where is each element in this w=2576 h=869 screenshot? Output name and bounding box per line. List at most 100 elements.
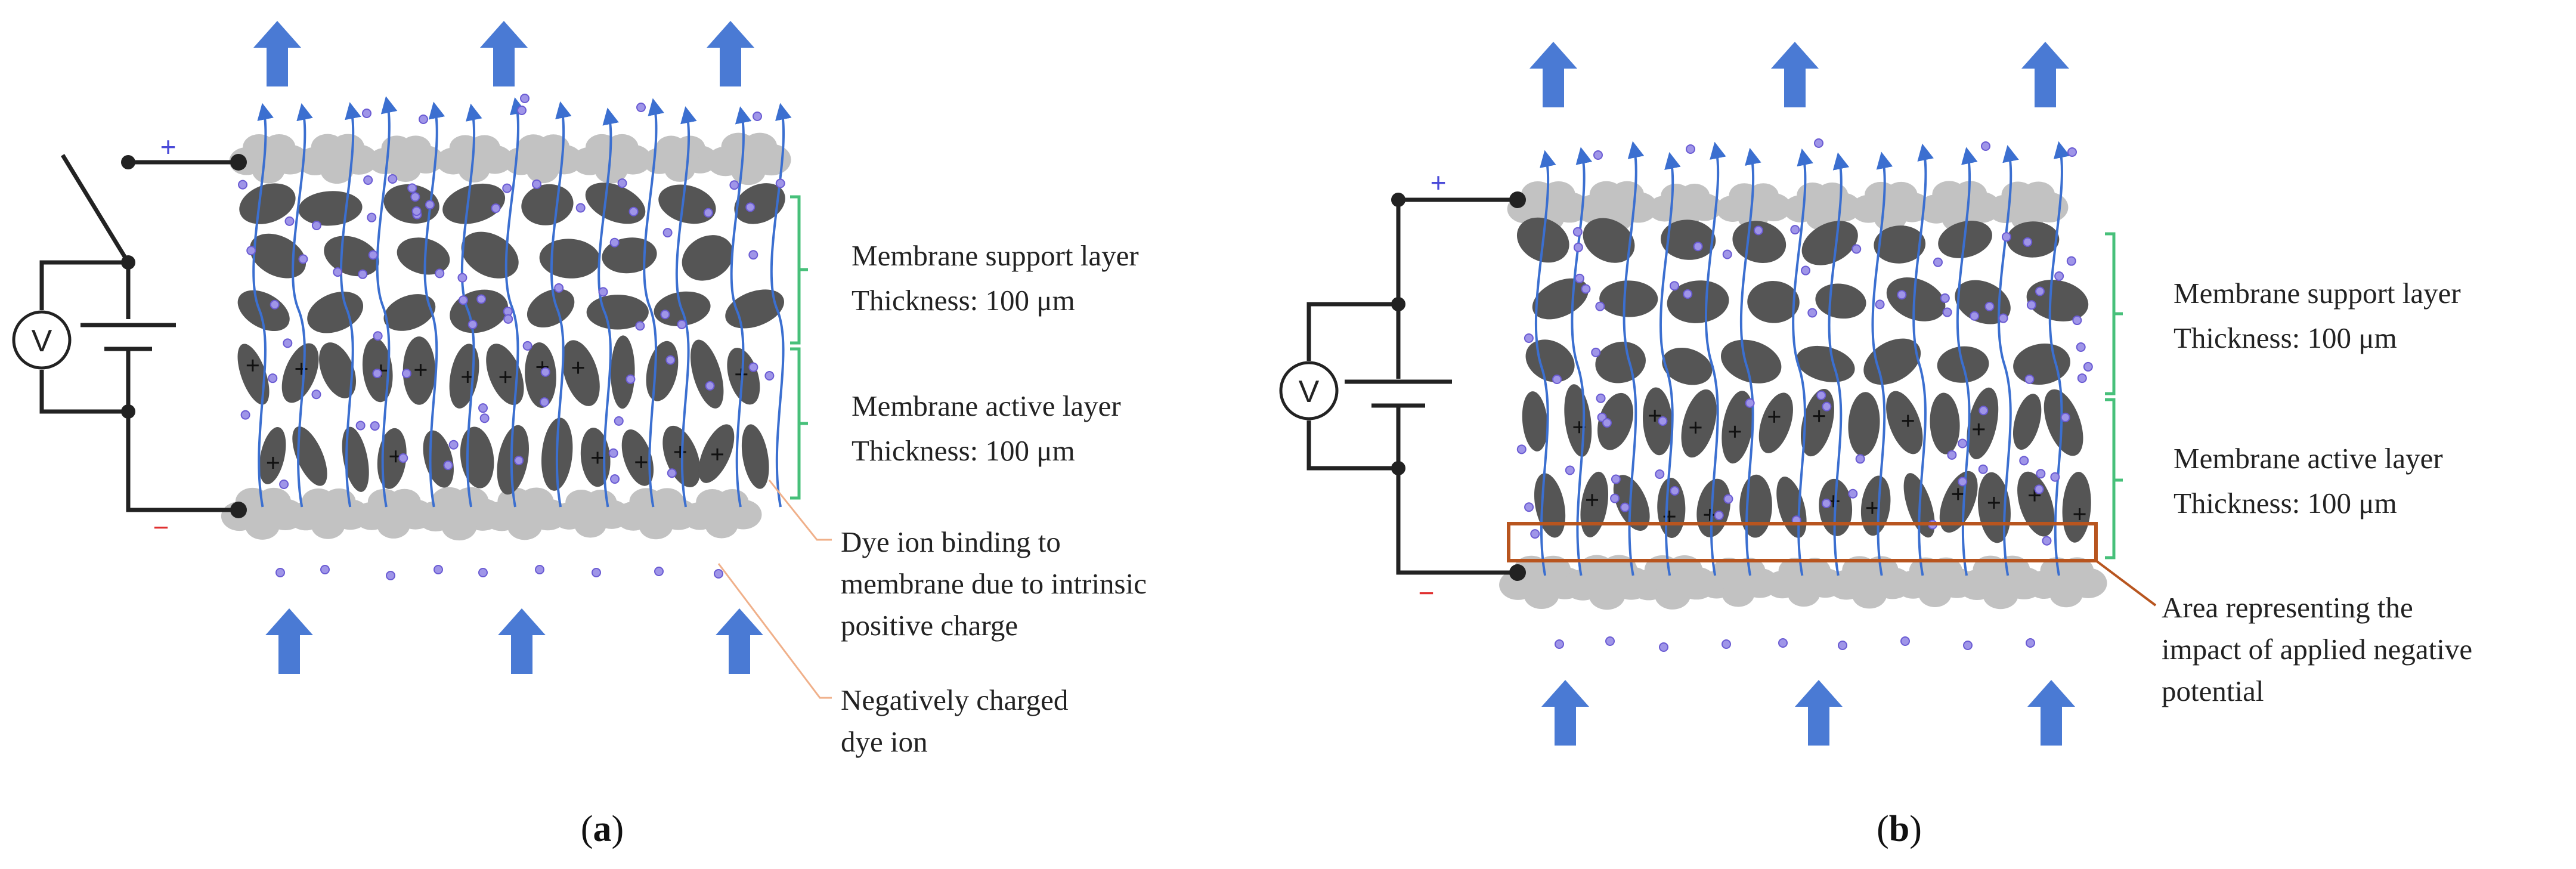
dye-ion [592, 568, 601, 577]
permeate-flow-line [675, 106, 697, 508]
membrane-grain [1886, 391, 1923, 454]
dye-ion [1981, 141, 1990, 151]
membrane-grain [461, 231, 519, 279]
permeate-flow-line [1705, 141, 1726, 576]
dye-ion [517, 106, 527, 115]
membrane-grain [1886, 277, 1946, 321]
dye-ion [491, 203, 501, 214]
dye-ion [665, 355, 676, 365]
ion-label-line2: dye ion [841, 725, 928, 758]
flow-arrow-icon [2027, 680, 2075, 746]
dye-ion [654, 567, 664, 576]
binding-label-line3: positive charge [841, 609, 1018, 642]
support-particle [1589, 580, 1626, 610]
support-particles-top-b [1507, 181, 2069, 233]
dye-ion [425, 200, 435, 210]
dye-ion [1821, 499, 1831, 509]
dye-ion [503, 314, 513, 324]
permeate-flow-line [1956, 147, 1978, 576]
dye-ion [410, 192, 420, 202]
dye-ion [2076, 342, 2086, 352]
dye-ion [268, 373, 278, 384]
membrane-grain [1597, 392, 1634, 450]
support-particle [400, 135, 431, 160]
dye-ion [1816, 390, 1826, 400]
dye-ion [1978, 464, 1988, 474]
flow-arrow-icon [480, 21, 528, 86]
dye-ion [1753, 225, 1763, 236]
support-particle [705, 512, 738, 539]
dye-ion [2024, 374, 2035, 384]
membrane-grain [319, 342, 357, 398]
applied-potential-area-box [1507, 522, 2098, 562]
dye-ion [617, 178, 627, 188]
dye-ion [748, 362, 758, 372]
dye-ion [1552, 374, 1562, 384]
permeate-flow-line [1792, 148, 1813, 576]
outflow-arrows-top-b [1530, 42, 2069, 107]
membrane-grain [527, 289, 575, 328]
dye-ion [448, 440, 459, 450]
support-layer-label: Membrane support layer [2174, 277, 2461, 310]
dye-ion [667, 468, 677, 478]
dye-ion [1516, 444, 1527, 454]
dye-ion [1573, 242, 1583, 252]
dye-ion [388, 174, 398, 184]
support-particle [2021, 181, 2055, 208]
membrane-grain [2013, 344, 2070, 385]
dye-ion [775, 178, 785, 188]
permeate-flow-line [1623, 141, 1645, 576]
membrane-grain [727, 348, 760, 405]
support-particle [2049, 580, 2083, 608]
dye-ion [1900, 636, 1910, 646]
support-layer-bracket [790, 195, 808, 345]
membrane-grain [658, 184, 716, 224]
support-particle [585, 490, 617, 515]
panel-a: V + − Membrane support layer Thickness: … [12, 21, 1147, 849]
active-layer-bracket [790, 347, 808, 500]
membrane-grain [2017, 471, 2055, 537]
dye-ion [540, 367, 550, 377]
dye-ion [333, 267, 343, 277]
membrane-grain [2007, 221, 2060, 258]
permeate-flow-line [1998, 145, 2019, 576]
membrane-grain [281, 343, 319, 403]
support-particle [256, 487, 291, 515]
dye-ion [367, 212, 377, 222]
support-particle [388, 488, 421, 515]
permeate-flow-lines-b [1534, 141, 2070, 576]
support-thickness-label: Thickness: 100 μm [852, 284, 1075, 317]
support-particle [639, 512, 673, 540]
flow-arrow-icon [2021, 42, 2069, 107]
dye-ion [714, 569, 723, 579]
membrane-grain [342, 426, 369, 492]
dye-ion [1524, 502, 1534, 512]
dye-ion [1610, 493, 1620, 503]
dye-ion [1722, 249, 1732, 259]
dye-ion [1602, 418, 1612, 428]
dye-ion [662, 228, 673, 238]
membrane-grain [377, 428, 407, 489]
dye-ion [2042, 536, 2052, 546]
dye-ion [2023, 237, 2033, 247]
negative-terminal-sign: − [153, 512, 169, 543]
support-particle [320, 157, 354, 184]
dye-ion [636, 103, 646, 112]
dye-ion [628, 206, 639, 217]
dye-ion [1658, 416, 1668, 426]
membrane-grain [1522, 391, 1548, 451]
dye-ion [457, 273, 467, 283]
dye-ion [2067, 147, 2077, 157]
dye-ion [362, 109, 371, 118]
binding-label-line2: membrane due to intrinsic [841, 567, 1147, 600]
voltmeter-icon [12, 310, 72, 370]
dye-ion [1940, 293, 1950, 303]
dye-ion [386, 571, 395, 580]
membrane-grain [741, 424, 769, 489]
dye-ion [398, 453, 408, 463]
dye-ion [2034, 484, 2044, 494]
dye-ion [1683, 289, 1693, 299]
support-particle [245, 512, 280, 540]
membrane-grain [1599, 280, 1658, 317]
dye-ion [1611, 474, 1621, 484]
